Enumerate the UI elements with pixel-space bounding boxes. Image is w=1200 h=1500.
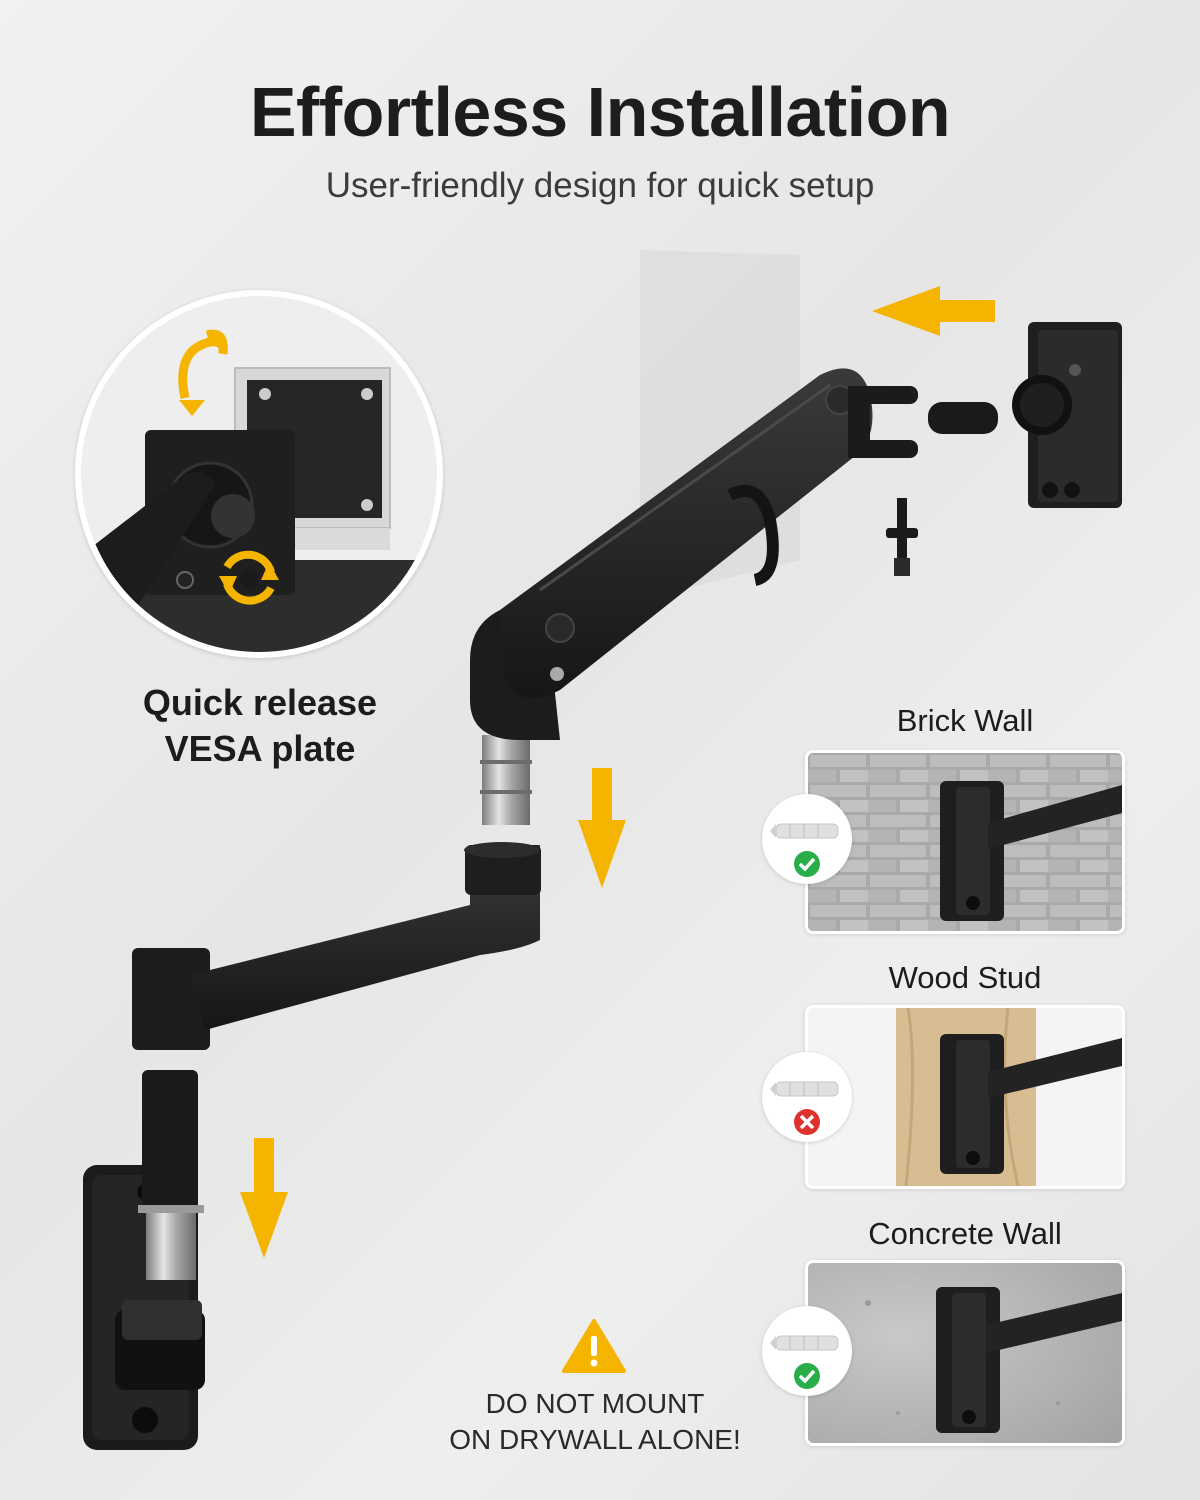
page-title: Effortless Installation [249, 73, 951, 151]
arrow-down-icon [240, 1138, 288, 1258]
brick-anchor-badge [762, 794, 852, 884]
wood-stud-label: Wood Stud [888, 960, 1042, 995]
wood-stud-panel [805, 1005, 1125, 1189]
wood-anchor-badge [762, 1052, 852, 1142]
drywall-warning-line1: DO NOT MOUNT [485, 1388, 705, 1419]
page-subtitle: User-friendly design for quick setup [325, 166, 875, 205]
arrow-down-icon [578, 768, 626, 888]
wall-anchor-icon [770, 1335, 839, 1389]
brick-wall-panel [805, 750, 1125, 934]
quick-release-detail [75, 290, 443, 658]
vesa-plate-illustration [81, 296, 437, 652]
check-icon [794, 1363, 820, 1389]
mount-screw [886, 498, 918, 576]
tilt-fork [848, 386, 918, 458]
concrete-wall-illustration [808, 1263, 1122, 1443]
quick-release-label-line1: Quick release [142, 682, 378, 723]
arrow-left-icon [872, 286, 995, 336]
concrete-anchor-badge [762, 1306, 852, 1396]
drywall-warning: DO NOT MOUNT ON DRYWALL ALONE! [420, 1386, 770, 1458]
lower-arm [132, 842, 541, 1050]
brick-wall-label: Brick Wall [896, 703, 1034, 738]
wood-stud-illustration [808, 1008, 1122, 1186]
lower-post [138, 1070, 204, 1280]
brick-wall-illustration [808, 753, 1122, 931]
wall-anchor-icon [770, 1081, 839, 1135]
rotate-arrow-icon [179, 400, 205, 416]
gas-spring-arm [500, 368, 873, 698]
concrete-wall-label: Concrete Wall [868, 1216, 1062, 1251]
warning-icon [562, 1319, 626, 1373]
quick-release-label-line2: VESA plate [164, 728, 356, 769]
vesa-head [928, 322, 1122, 508]
concrete-wall-panel [805, 1260, 1125, 1446]
drywall-warning-line2: ON DRYWALL ALONE! [449, 1424, 741, 1455]
wall-anchor-icon [770, 823, 839, 877]
check-icon [794, 851, 820, 877]
quick-release-label: Quick release VESA plate [100, 680, 420, 772]
